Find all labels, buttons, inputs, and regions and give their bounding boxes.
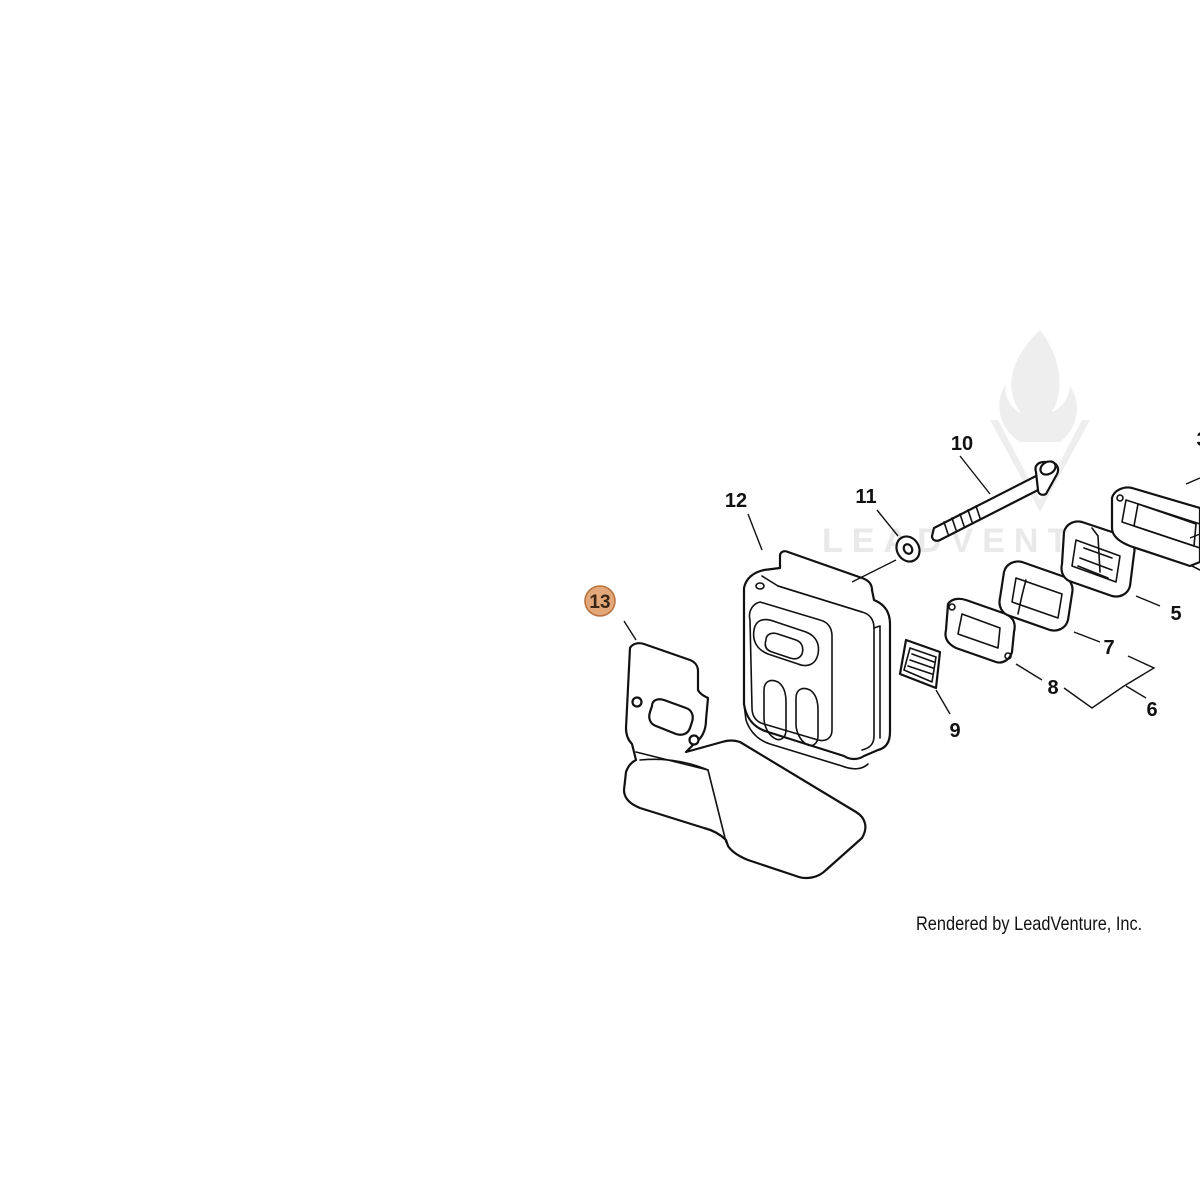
callout-10[interactable]: 10: [951, 433, 973, 455]
part-13-heat-shield-gasket[interactable]: [622, 642, 867, 880]
callout-13: 13: [589, 592, 610, 613]
callout-13-highlighted[interactable]: 13: [584, 585, 616, 617]
callout-11[interactable]: 11: [855, 486, 876, 508]
callout-9[interactable]: 9: [949, 720, 960, 742]
callout-12[interactable]: 12: [725, 490, 747, 512]
part-9-spark-screen[interactable]: [898, 638, 942, 690]
callout-6[interactable]: 6: [1146, 699, 1157, 721]
part-12-muffler[interactable]: [742, 550, 892, 770]
render-credit: Rendered by LeadVenture, Inc.: [916, 914, 1143, 935]
part-5-baffle[interactable]: [1060, 520, 1136, 598]
part-3-housing[interactable]: [1110, 486, 1200, 571]
part-7-gasket[interactable]: [998, 560, 1074, 632]
leader-lines: [623, 455, 1200, 715]
part-8-gasket[interactable]: [944, 597, 1016, 664]
callout-8[interactable]: 8: [1047, 677, 1058, 699]
part-11-washer[interactable]: [892, 532, 924, 566]
callout-3[interactable]: 3: [1196, 429, 1200, 451]
callout-labels: 13 12 11 10 3 5 7 8 6 9: [584, 429, 1200, 742]
callout-5[interactable]: 5: [1170, 603, 1181, 625]
callout-7[interactable]: 7: [1103, 637, 1114, 659]
callout-13-badge: [584, 585, 616, 617]
flame-logo-icon: [990, 330, 1090, 512]
part-10-bolt[interactable]: [930, 459, 1060, 542]
